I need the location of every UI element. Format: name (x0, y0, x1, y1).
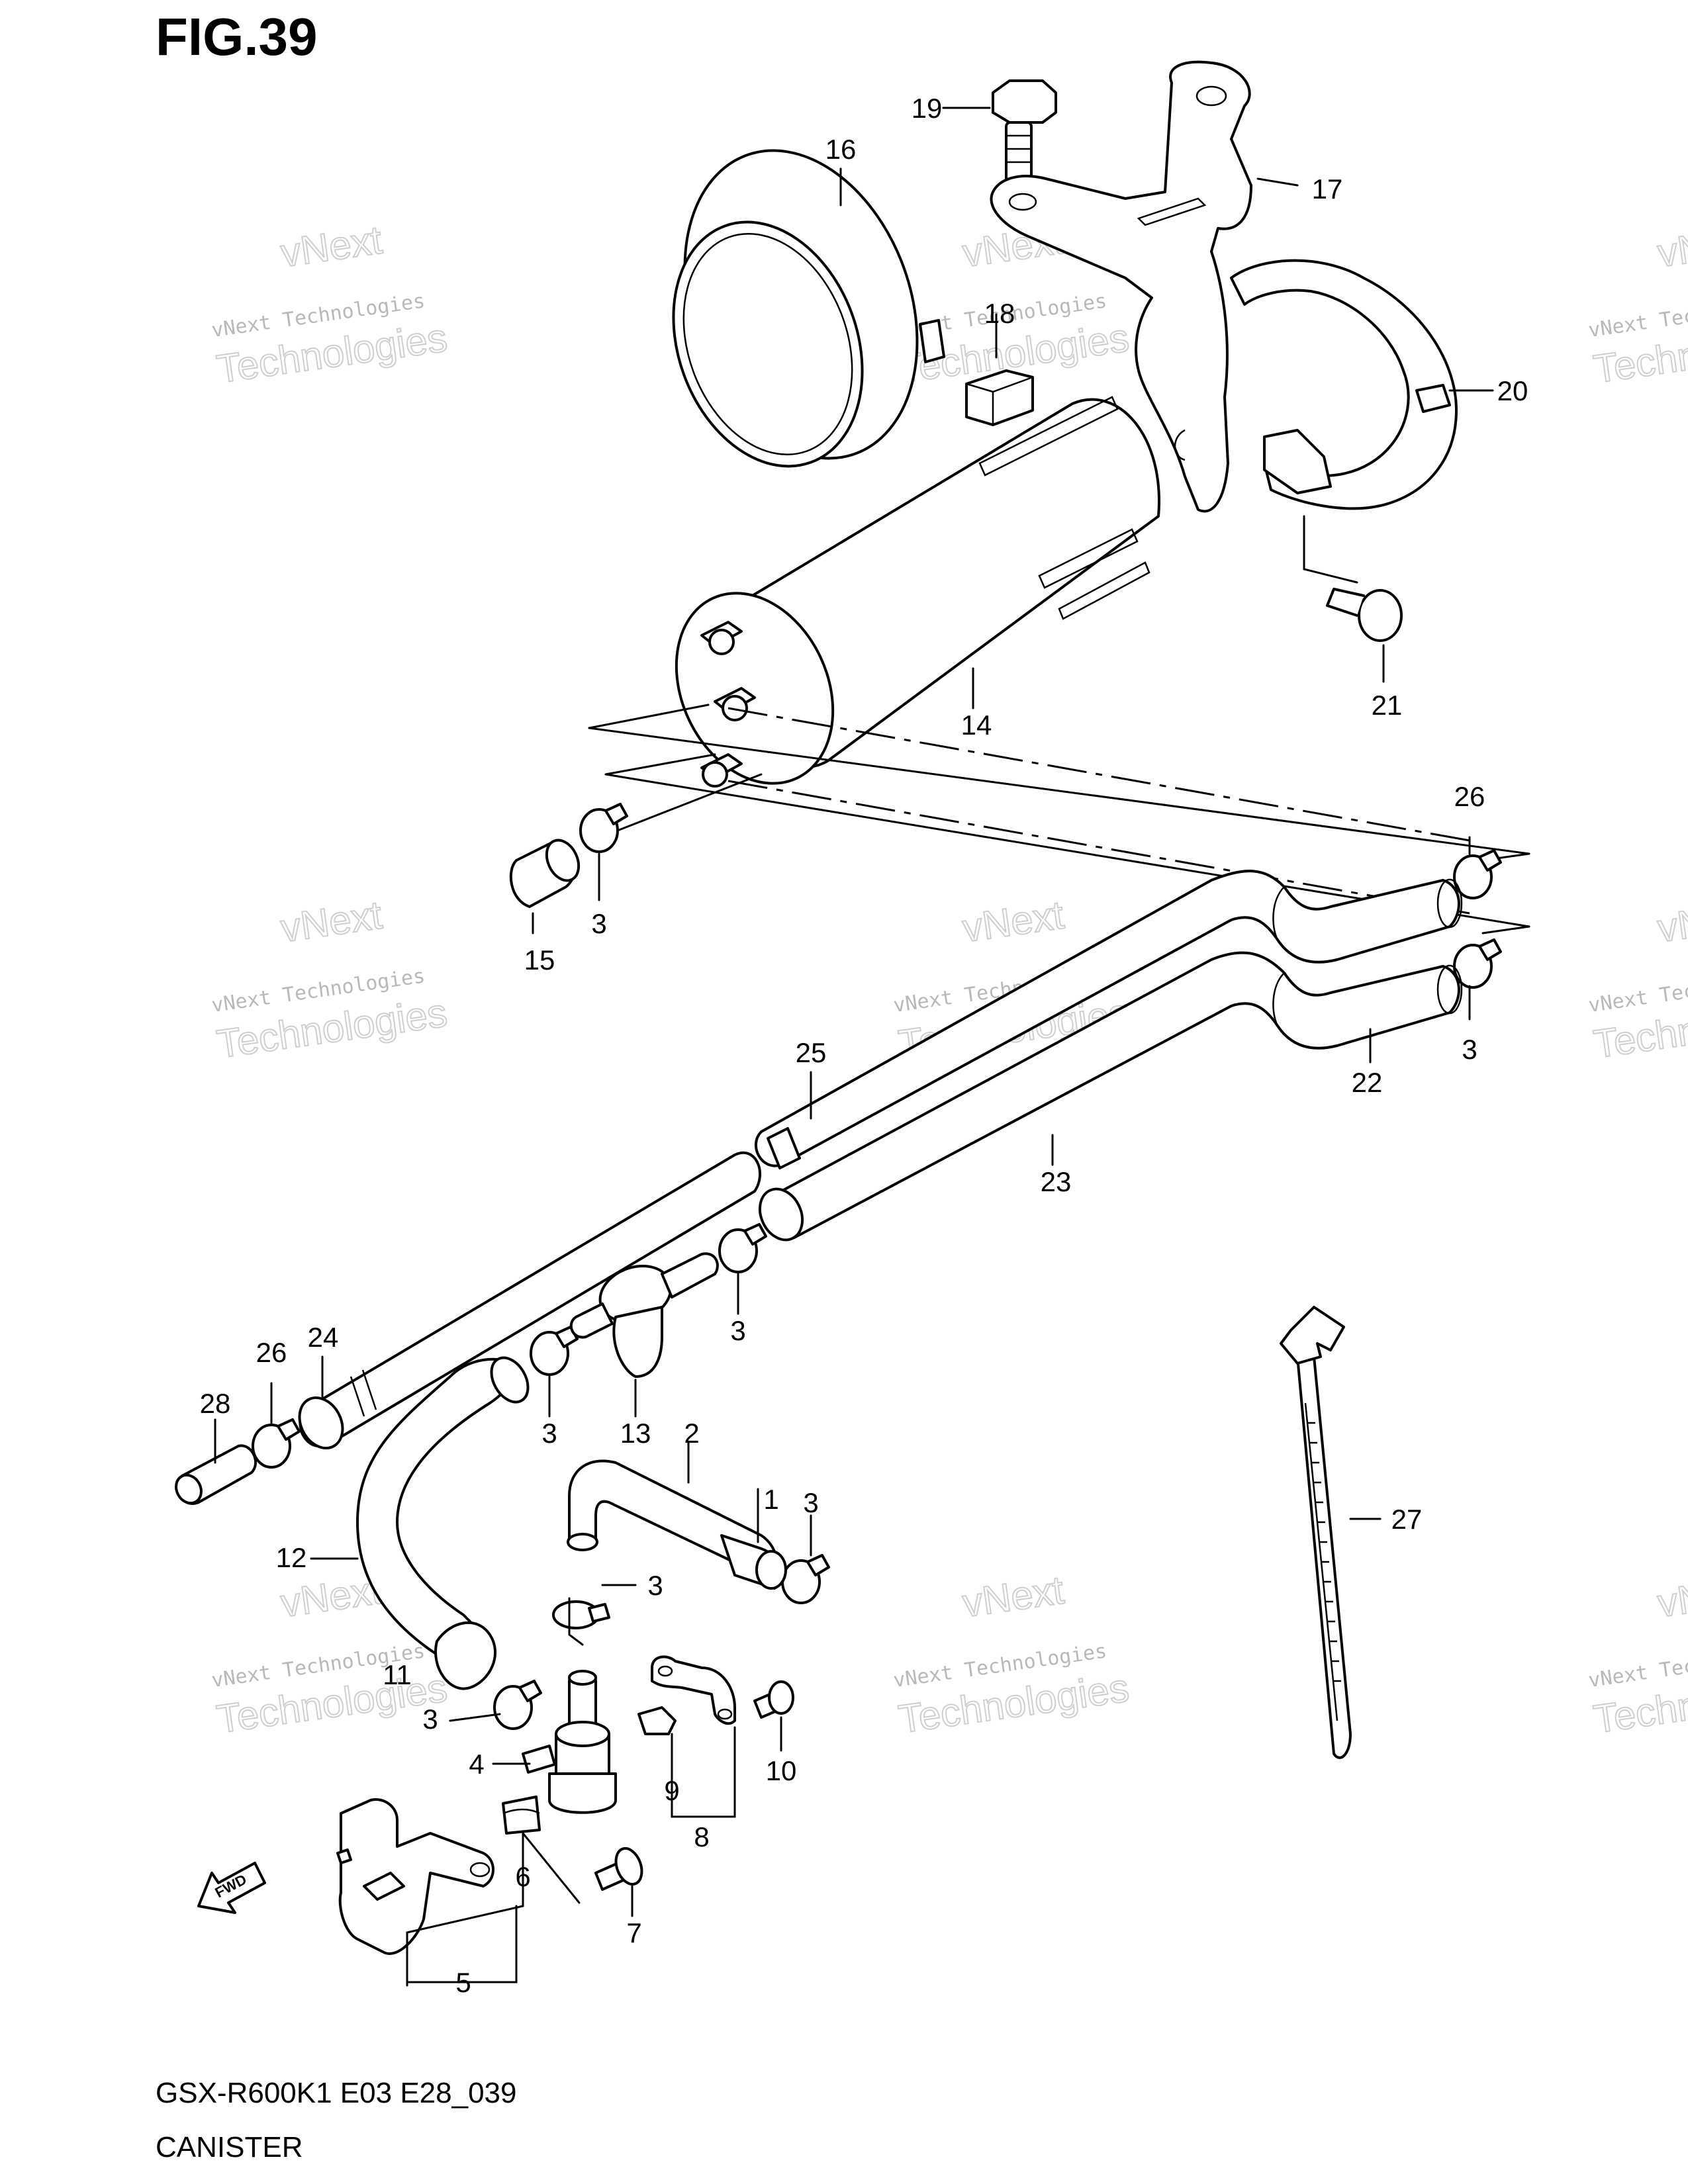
part-24-hose-left (298, 1151, 762, 1450)
watermark-text: vNext (1655, 1568, 1688, 1626)
part-18-cushion (965, 369, 1034, 426)
part-13-valve (569, 1252, 719, 1378)
hose-clamp (1453, 849, 1502, 899)
watermark-text: vNext (278, 218, 385, 276)
watermark: vNext vNext Technologies Technologies (1587, 1567, 1688, 1743)
part-22-25-hose-upper (754, 870, 1463, 1169)
callout-5: 5 (455, 1967, 471, 1998)
part-28-fitting (175, 1444, 257, 1505)
part-15-hose-piece (509, 839, 581, 908)
watermark: vNext vNext Technologies Technologies (1587, 892, 1688, 1068)
callout-3: 3 (647, 1570, 663, 1601)
callout-20: 20 (1497, 375, 1528, 406)
part-12-u-hose (356, 1356, 530, 1690)
callout-18: 18 (984, 298, 1015, 329)
callout-7: 7 (626, 1917, 641, 1948)
callout-22: 22 (1352, 1067, 1383, 1098)
part-10-bolt (753, 1680, 794, 1719)
callout-3: 3 (591, 908, 606, 939)
hose-clamp (718, 1223, 767, 1273)
part-21-screw (1326, 588, 1403, 642)
part-4-vacuum-fitting (522, 1670, 617, 1814)
callout-14: 14 (961, 709, 992, 741)
callout-27: 27 (1391, 1504, 1423, 1535)
callout-13: 13 (620, 1418, 651, 1449)
part-9-cushion (637, 1706, 677, 1735)
watermark-text: vNext (278, 893, 385, 951)
part-23-hose-lower (758, 951, 1463, 1242)
watermark-text: vNext (960, 893, 1067, 951)
callout-3: 3 (541, 1418, 557, 1449)
part-20-canister-clamp (1230, 259, 1458, 510)
callout-24: 24 (308, 1322, 339, 1353)
section-name: CANISTER (156, 2131, 303, 2163)
callout-26: 26 (1454, 781, 1485, 812)
callout-3: 3 (1462, 1034, 1477, 1065)
watermark-text: vNext Technologies (1587, 289, 1688, 342)
callout-23: 23 (1041, 1166, 1072, 1197)
hose-clamp (781, 1554, 830, 1604)
part-8-clamp-bracket (651, 1655, 736, 1725)
hose-clamp (493, 1680, 542, 1730)
watermark-text: vNext (1655, 893, 1688, 951)
watermark-text: vNext (1655, 218, 1688, 276)
callout-19: 19 (912, 93, 943, 124)
hose-clamp (530, 1326, 579, 1376)
callout-17: 17 (1312, 173, 1343, 205)
callout-3: 3 (803, 1487, 818, 1518)
model-code: GSX-R600K1 E03 E28_039 (156, 2077, 517, 2109)
hose-clamp (579, 803, 628, 853)
callout-6: 6 (515, 1861, 530, 1892)
part-1-hose-end (720, 1534, 787, 1590)
callout-15: 15 (524, 944, 555, 976)
leader-lines (214, 107, 1494, 1987)
hose-clamp (252, 1418, 301, 1469)
watermark-text: vNext Technologies (1587, 964, 1688, 1017)
callout-21: 21 (1372, 690, 1403, 721)
callout-3: 3 (730, 1315, 745, 1346)
callout-12: 12 (276, 1542, 307, 1573)
watermark: vNext vNext Technologies Technologies (1587, 217, 1688, 392)
part-7-bolt (594, 1846, 643, 1891)
callout-28: 28 (200, 1388, 231, 1419)
callout-labels: 1 2 3 3 3 3 3 3 3 4 5 6 7 8 9 10 11 12 1… (200, 93, 1528, 1998)
part-14-canister (675, 396, 1160, 788)
figure-title: FIG.39 (156, 7, 318, 66)
callout-26: 26 (256, 1337, 287, 1368)
watermark-text: vNext (960, 1568, 1067, 1626)
watermark-text: vNext Technologies (1587, 1639, 1688, 1692)
hose-clamp (1453, 938, 1502, 989)
callout-1: 1 (763, 1484, 778, 1515)
watermark: vNext vNext Technologies Technologies (210, 217, 450, 392)
callout-11: 11 (383, 1659, 412, 1690)
part-17-bracket (990, 60, 1252, 513)
part-6-clip (502, 1796, 541, 1835)
part-27-cable-tie (1280, 1306, 1352, 1759)
fwd-direction-arrow: FWD (197, 1862, 266, 1914)
callout-10: 10 (766, 1755, 797, 1786)
watermark: vNext vNext Technologies Technologies (892, 1567, 1132, 1743)
callout-25: 25 (796, 1037, 827, 1068)
part-16-canister-cap (672, 149, 945, 468)
hose-clamp (552, 1600, 610, 1629)
hose-clamp-group (252, 803, 1502, 1730)
watermark: vNext vNext Technologies Technologies (210, 892, 450, 1068)
callout-9: 9 (664, 1775, 679, 1806)
callout-3: 3 (422, 1704, 438, 1735)
callout-4: 4 (469, 1749, 484, 1780)
part-19-bolt (992, 79, 1057, 183)
callout-2: 2 (684, 1418, 699, 1449)
callout-16: 16 (825, 134, 857, 165)
callout-8: 8 (694, 1821, 709, 1852)
part-5-bracket (336, 1798, 494, 1955)
